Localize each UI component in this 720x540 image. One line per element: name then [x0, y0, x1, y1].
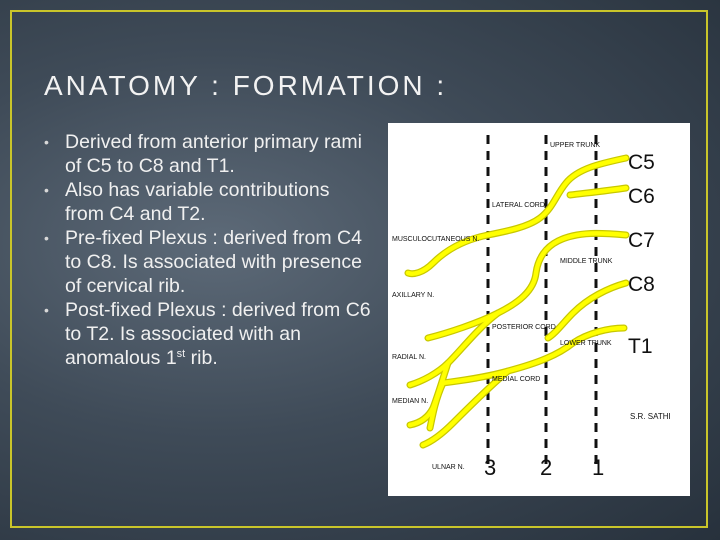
c8-root-path [545, 280, 629, 341]
bullet-list: • Derived from anterior primary rami of C… [44, 130, 372, 370]
slide-title: ANATOMY : FORMATION : [44, 70, 448, 101]
ulnar-label: ULNAR N. [432, 464, 465, 471]
middle-trunk-path [425, 231, 629, 341]
musculocutaneous-branch [405, 232, 491, 276]
lateral-cord-label: LATERAL CORD [492, 202, 545, 209]
author-signature: S.R. SATHI [630, 412, 671, 421]
ulnar-branch [420, 368, 511, 448]
upper-trunk-label: UPPER TRUNK [550, 142, 600, 149]
lower-trunk-path [440, 325, 627, 386]
bullet-text: Derived from anterior primary rami of C5… [65, 131, 362, 177]
root-label-c8: C8 [628, 273, 655, 296]
medial-cord-label: MEDIAL CORD [492, 376, 540, 383]
bullet-text: Also has variable contributions from C4 … [65, 179, 330, 225]
bullet-item: • Pre-fixed Plexus : derived from C4 to C… [44, 226, 372, 298]
c6-root-path [567, 185, 629, 198]
posterior-cord-label: POSTERIOR CORD [492, 324, 556, 331]
slide-border [10, 10, 708, 528]
bullet-item: • Also has variable contributions from C4… [44, 178, 372, 226]
bullet-text: Post-fixed Plexus : derived from C6 to T… [65, 299, 371, 369]
nerve-paths [405, 155, 629, 448]
upper-trunk-path [485, 155, 629, 238]
bullet-dot-icon: • [44, 230, 49, 246]
median-branch [427, 380, 446, 431]
middle-trunk-label: MIDDLE TRUNK [560, 258, 613, 265]
root-label-c7: C7 [628, 229, 655, 252]
zone-number-3: 3 [484, 455, 496, 480]
brachial-plexus-diagram: C5 C6 C7 C8 T1 UPPER TRUNK MIDDLE TRUNK … [388, 123, 690, 496]
bullet-item: • Post-fixed Plexus : derived from C6 to … [44, 298, 372, 370]
bullet-text-end: rib. [185, 347, 218, 369]
root-label-c6: C6 [628, 185, 655, 208]
plexus-drawing: C5 C6 C7 C8 T1 UPPER TRUNK MIDDLE TRUNK … [392, 135, 671, 480]
zone-number-2: 2 [540, 455, 552, 480]
musculocutaneous-label: MUSCULOCUTANEOUS N. [392, 236, 479, 243]
root-label-c5: C5 [628, 151, 655, 174]
ordinal-superscript: st [176, 348, 186, 360]
lower-trunk-label: LOWER TRUNK [560, 340, 612, 347]
bullet-text: Pre-fixed Plexus : derived from C4 to C8… [65, 227, 362, 297]
bullet-dot-icon: • [44, 302, 49, 318]
bullet-dot-icon: • [44, 182, 49, 198]
median-label: MEDIAN N. [392, 398, 428, 405]
radial-label: RADIAL N. [392, 354, 426, 361]
bullet-dot-icon: • [44, 134, 49, 150]
axillary-label: AXILLARY N. [392, 292, 434, 299]
bullet-item: • Derived from anterior primary rami of C… [44, 130, 372, 178]
root-label-t1: T1 [628, 335, 653, 358]
zone-number-1: 1 [592, 455, 604, 480]
